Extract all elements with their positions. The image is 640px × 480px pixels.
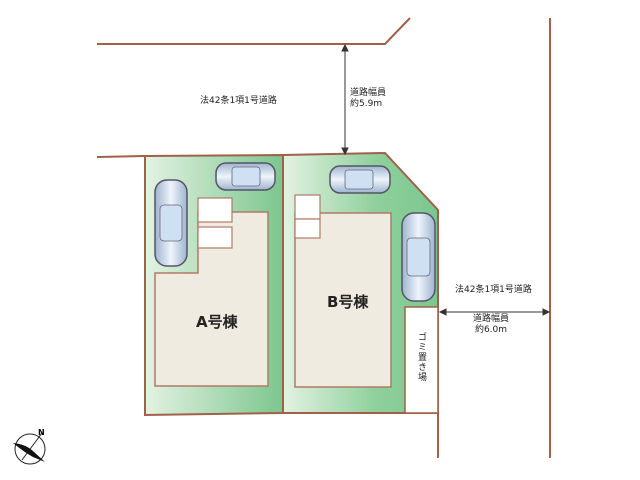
garbage-area-label: ゴミ置き場 — [416, 332, 426, 382]
north-road-width-value: 約5.9m — [350, 99, 383, 109]
car-icon — [154, 179, 188, 267]
house-a — [154, 211, 269, 387]
car-icon — [401, 212, 436, 302]
compass-north-label: N — [38, 428, 45, 437]
garbage-area — [404, 306, 439, 414]
car-icon — [215, 162, 276, 191]
north-road-width-label: 道路幅員 — [350, 88, 387, 98]
north-road-width-arrow — [341, 43, 349, 156]
north-road-label: 法42条1項1号道路 — [200, 96, 277, 106]
east-road-label: 法42条1項1号道路 — [455, 285, 532, 295]
east-road-width-label: 道路幅員 — [473, 314, 510, 324]
east-road-width-value: 約6.0m — [474, 325, 508, 335]
north-road-lines — [96, 17, 411, 158]
house-b-label: B号棟 — [327, 293, 369, 311]
north-road-width: 道路幅員 約5.9m — [350, 88, 386, 110]
house-a-label: A号棟 — [196, 313, 238, 331]
car-icon — [329, 165, 391, 194]
east-road-width: 道路幅員 約6.0m — [473, 314, 509, 336]
house-b — [294, 212, 392, 388]
compass-icon — [13, 432, 46, 465]
steps-b — [294, 194, 321, 239]
east-road-width-arrow — [438, 308, 551, 316]
steps-a — [197, 197, 233, 249]
